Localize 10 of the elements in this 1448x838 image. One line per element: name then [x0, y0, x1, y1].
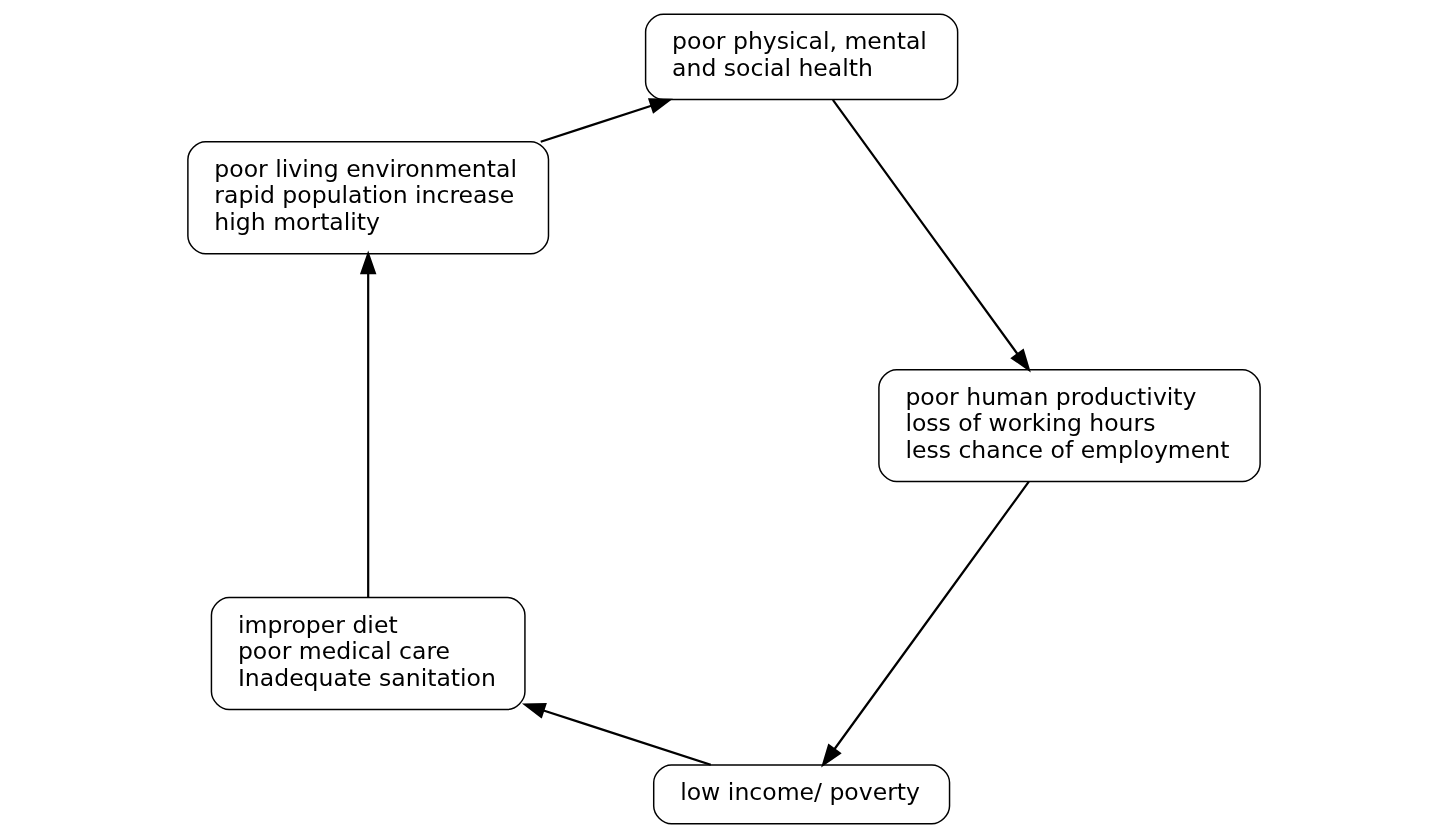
node-box: poor living environmental rapid population increase high mortality	[187, 141, 550, 255]
arrow	[359, 250, 377, 598]
node-box: low income/ poverty	[652, 764, 951, 825]
node-box: poor physical, mental and social health	[644, 13, 959, 101]
arrow	[821, 480, 1030, 768]
node-box: improper diet poor medical care Inadequate sanitation	[210, 596, 526, 711]
node-box: poor human productivity loss of working hours less chance of employment	[878, 368, 1261, 483]
arrow	[521, 702, 712, 766]
arrow	[540, 98, 673, 143]
arrow	[832, 99, 1031, 373]
